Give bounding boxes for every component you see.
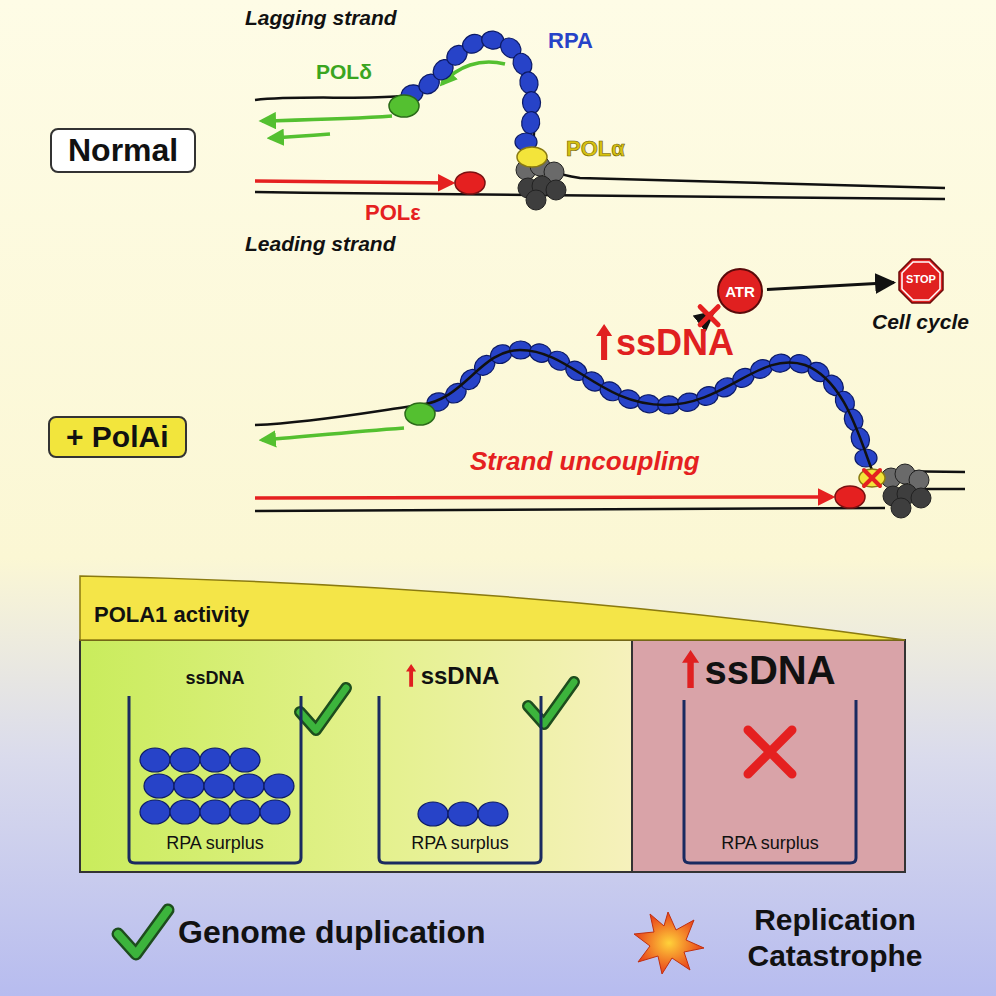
rpa-bead [234, 774, 264, 798]
pol-alpha [859, 469, 885, 487]
kinase-circle: ATR [717, 268, 763, 314]
ssdna-label: ssDNA [616, 322, 734, 364]
rpa-bead [478, 802, 508, 826]
check-mark [118, 682, 574, 954]
rpa-bead [230, 748, 260, 772]
kinase-label: ATR [725, 283, 755, 300]
normal-fork [255, 40, 945, 199]
process-label: Strand uncoupling [470, 446, 700, 477]
polymerase-label: POLε [365, 200, 421, 226]
pol-delta [389, 95, 419, 117]
rpa-bead [144, 774, 174, 798]
rpa-bead [230, 800, 260, 824]
increase-arrow-shape [406, 664, 416, 687]
pool-heading-row: ssDNA [375, 662, 545, 690]
rpa-bead [170, 748, 200, 772]
rpa-bead [200, 748, 230, 772]
panel-viable [80, 640, 632, 872]
increase-arrow-shape [596, 324, 612, 360]
ssdna-label: ssDNA [421, 662, 500, 690]
polymerase-label: POLα [566, 136, 625, 162]
rpa-chain [399, 30, 541, 151]
strand-label: Leading strand [245, 232, 396, 256]
rpa-pool: ssDNA RPA surplus [680, 648, 860, 866]
rpa-bead [174, 774, 204, 798]
pol-epsilon [835, 486, 865, 508]
state-box: Normal [50, 128, 196, 173]
rpa-pool: ssDNA RPA surplus [125, 668, 305, 866]
polymerase-label: POLδ [316, 60, 372, 84]
ssdna-node: ssDNA [616, 322, 734, 364]
cell-cycle-label: Cell cycle [872, 310, 969, 334]
octagon-shape [899, 259, 943, 303]
rpa-bead [522, 91, 541, 114]
state-label: Normal [68, 132, 178, 168]
pol-delta [405, 403, 435, 425]
pool-label: RPA surplus [375, 833, 545, 854]
pool-label: RPA surplus [680, 833, 860, 854]
increase-arrow [596, 324, 612, 360]
signal-arrow [767, 282, 894, 289]
outcome-label: Replication Catastrophe [700, 902, 970, 974]
increase-arrow [406, 664, 416, 687]
pool-heading-row: ssDNA [680, 648, 860, 693]
wedge-outline [80, 576, 905, 640]
rpa-bead [264, 774, 294, 798]
pool-label: RPA surplus [125, 833, 305, 854]
strand-label: Lagging strand [245, 6, 397, 30]
ssdna-label: ssDNA [185, 668, 244, 689]
rpa-bead [520, 110, 541, 134]
rpa-bead [204, 774, 234, 798]
panel-catastrophe [632, 640, 905, 872]
activity-label: POLA1 activity [94, 602, 249, 628]
rpa-bead [170, 800, 200, 824]
stop-label: STOP [898, 273, 944, 285]
leading-new-strand [255, 497, 832, 498]
leading-new-strand [255, 181, 452, 183]
lagging-new-strand [262, 428, 404, 440]
state-label: + PolAi [66, 420, 169, 453]
helicase-subunit [891, 498, 911, 518]
stop-sign: STOPCell cycle [898, 258, 944, 304]
ssdna-label: ssDNA [704, 648, 835, 693]
rpa-pool: ssDNA RPA surplus [375, 662, 545, 866]
catastrophe-star [634, 912, 704, 974]
activity-wedge: POLA1 activity [80, 572, 905, 640]
rpa-bead [418, 802, 448, 826]
helicase [881, 464, 931, 518]
helicase-subunit [546, 180, 566, 200]
inhibition-cross [864, 470, 880, 486]
pol-epsilon [455, 172, 485, 194]
rpa-bead [140, 800, 170, 824]
state-box: + PolAi [48, 416, 187, 458]
helicase-subunit [526, 190, 546, 210]
pool-heading-row: ssDNA [125, 668, 305, 689]
rpa-bead [200, 800, 230, 824]
depletion-cross [748, 730, 792, 774]
rpa-bead [448, 802, 478, 826]
increase-arrow-shape [682, 650, 699, 688]
protein-label: RPA [548, 28, 593, 54]
lagging-new-strand [262, 62, 505, 138]
helicase-subunit [911, 488, 931, 508]
rpa-bead [140, 748, 170, 772]
increase-arrow [682, 650, 699, 688]
rpa-bead [260, 800, 290, 824]
outcome-label: Genome duplication [178, 914, 486, 951]
uncoupled-fork [255, 350, 965, 511]
pol-alpha [517, 147, 547, 167]
